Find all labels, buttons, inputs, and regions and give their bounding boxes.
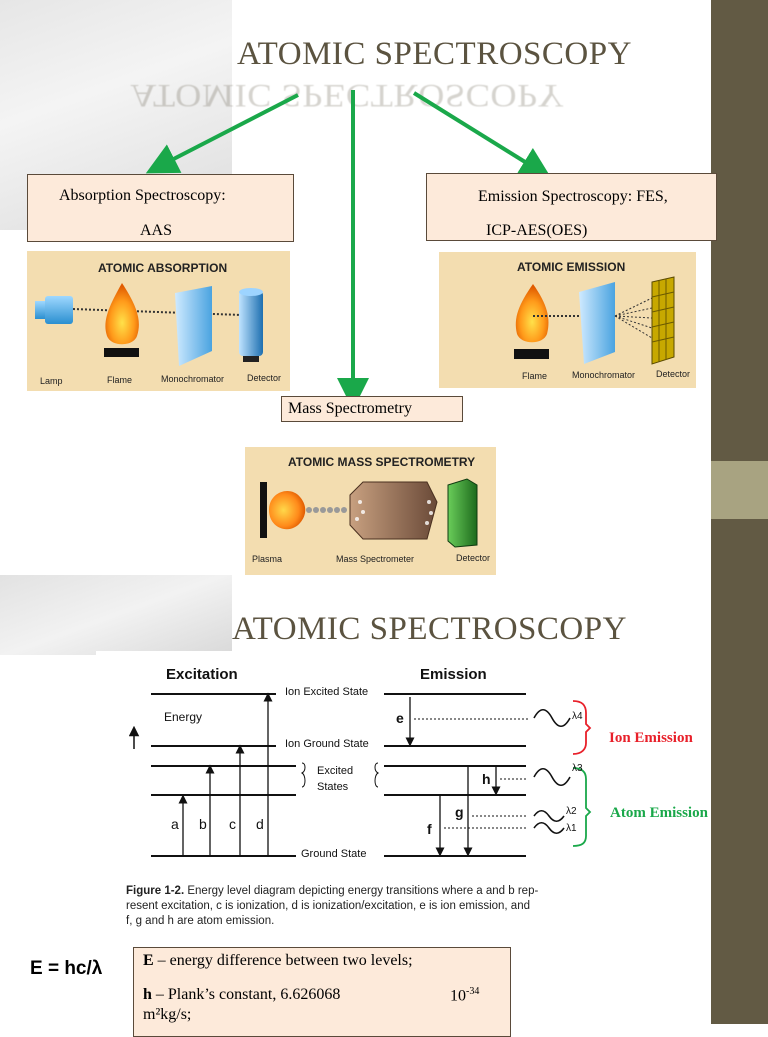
atomic-mass-spectrometry-panel: ATOMIC MASS SPECTROMETRY Plasma Mass Spe… — [245, 447, 496, 575]
definition-e: E – energy difference between two levels… — [143, 952, 413, 970]
excited-states-label-1: Excited — [317, 765, 354, 777]
caption-flame: Flame — [107, 375, 133, 385]
exponent-power: -34 — [466, 986, 480, 997]
arrow-to-absorption — [145, 93, 299, 174]
lamp-icon — [35, 296, 73, 324]
mass-spectrometry-box: Mass Spectrometry — [281, 396, 463, 422]
lambda1-label: λ1 — [566, 823, 577, 834]
slide1-title: ATOMIC SPECTROSCOPY — [237, 36, 632, 72]
emission-box-line2: ICP-AES(OES) — [486, 222, 588, 239]
lambda2-label: λ2 — [566, 806, 577, 817]
equation: E = hc/λ — [30, 958, 103, 979]
transition-a-label: a — [171, 816, 179, 832]
atom-emission-brace — [572, 767, 592, 847]
definition-e-symbol: E — [143, 952, 154, 969]
emission-wave-icons — [533, 708, 571, 835]
caption-monochromator: Monochromator — [161, 374, 225, 384]
branch-arrows — [145, 90, 552, 410]
transition-g-label: g — [455, 804, 464, 820]
plasma-torch-icon — [260, 482, 267, 538]
absorption-box-line1: Absorption Spectroscopy: — [59, 187, 226, 204]
figure-caption-line1: Energy level diagram depicting energy tr… — [184, 885, 539, 897]
flame-icon — [104, 283, 139, 357]
emission-box: Emission Spectroscopy: FES, ICP-AES(OES) — [426, 173, 717, 241]
atom-emission-label: Atom Emission — [610, 805, 708, 821]
definition-h-symbol: h — [143, 986, 152, 1003]
energy-level-diagram — [128, 692, 592, 857]
excited-states-label-2: States — [317, 781, 349, 793]
transition-c-label: c — [229, 816, 236, 832]
definitions-box: E – energy difference between two levels… — [133, 947, 511, 1037]
figure-caption-line2: resent excitation, c is ionization, d is… — [126, 900, 530, 912]
figure-caption-number: Figure 1-2. — [126, 885, 185, 897]
figure-caption-line3: f, g and h are atom emission. — [126, 915, 275, 927]
slide2-gray-block — [0, 575, 232, 655]
caption-lamp: Lamp — [40, 376, 63, 386]
ion-ground-state-label: Ion Ground State — [285, 738, 369, 750]
ground-state-label: Ground State — [301, 848, 367, 860]
detector-array-icon — [651, 276, 675, 365]
transition-h-label: h — [482, 771, 491, 787]
mass-spec-apparatus-illustration — [260, 478, 478, 548]
ion-emission-brace — [572, 700, 592, 755]
right-sidebar-accent — [711, 461, 768, 519]
detector-icon — [447, 478, 478, 548]
arrow-to-emission — [412, 91, 552, 179]
excitation-heading: Excitation — [166, 666, 238, 683]
definition-h: h – Plank’s constant, 6.626068 — [143, 986, 340, 1004]
atomic-emission-panel: ATOMIC EMISSION F — [439, 252, 696, 388]
caption-flame: Flame — [522, 371, 548, 381]
atomic-absorption-panel: ATOMIC ABSORPTION Lamp Flame Mono — [27, 251, 290, 391]
caption-detector: Detector — [247, 373, 282, 383]
definition-h-exponent: 10-34 — [450, 986, 479, 1005]
definition-h-units: m²kg/s; — [143, 1006, 192, 1023]
slide2-title: ATOMIC SPECTROSCOPY — [232, 611, 627, 647]
mass-spectrometer-icon — [349, 481, 438, 540]
caption-monochromator: Monochromator — [572, 370, 636, 380]
emission-box-line1: Emission Spectroscopy: FES, — [478, 188, 668, 205]
energy-level-figure: Excitation Emission — [96, 651, 616, 941]
mass-panel-title: ATOMIC MASS SPECTROMETRY — [288, 455, 476, 469]
energy-label: Energy — [164, 710, 203, 724]
definition-e-text: – energy difference between two levels; — [153, 952, 413, 969]
ion-excited-state-label: Ion Excited State — [285, 686, 369, 698]
lambda4-label: λ4 — [572, 711, 583, 722]
transition-d-label: d — [256, 816, 264, 832]
caption-mass-spectrometer: Mass Spectrometer — [336, 554, 415, 564]
transition-e-label: e — [396, 710, 404, 726]
exponent-base: 10 — [450, 987, 466, 1005]
plasma-icon — [269, 491, 306, 530]
lambda3-label: λ3 — [572, 763, 583, 774]
emission-heading: Emission — [420, 666, 487, 683]
prism-icon — [175, 286, 212, 366]
emission-apparatus-illustration — [514, 276, 675, 365]
caption-plasma: Plasma — [252, 554, 283, 564]
caption-detector: Detector — [656, 369, 691, 379]
caption-detector: Detector — [456, 553, 491, 563]
transition-f-label: f — [427, 821, 432, 837]
ion-emission-label: Ion Emission — [609, 730, 693, 746]
absorption-panel-title: ATOMIC ABSORPTION — [98, 261, 228, 275]
absorption-box-line2: AAS — [140, 222, 173, 239]
mass-box-label: Mass Spectrometry — [288, 400, 412, 417]
prism-icon — [579, 282, 615, 364]
figure-caption: Figure 1-2. Energy level diagram depicti… — [126, 884, 596, 929]
absorption-box: Absorption Spectroscopy: AAS — [27, 174, 294, 242]
flame-icon — [514, 284, 549, 359]
transition-b-label: b — [199, 816, 207, 832]
definition-h-text: – Plank’s constant, 6.626068 — [151, 986, 341, 1003]
emission-panel-title: ATOMIC EMISSION — [517, 260, 626, 274]
absorption-apparatus-illustration — [35, 283, 263, 366]
detector-icon — [239, 288, 263, 362]
